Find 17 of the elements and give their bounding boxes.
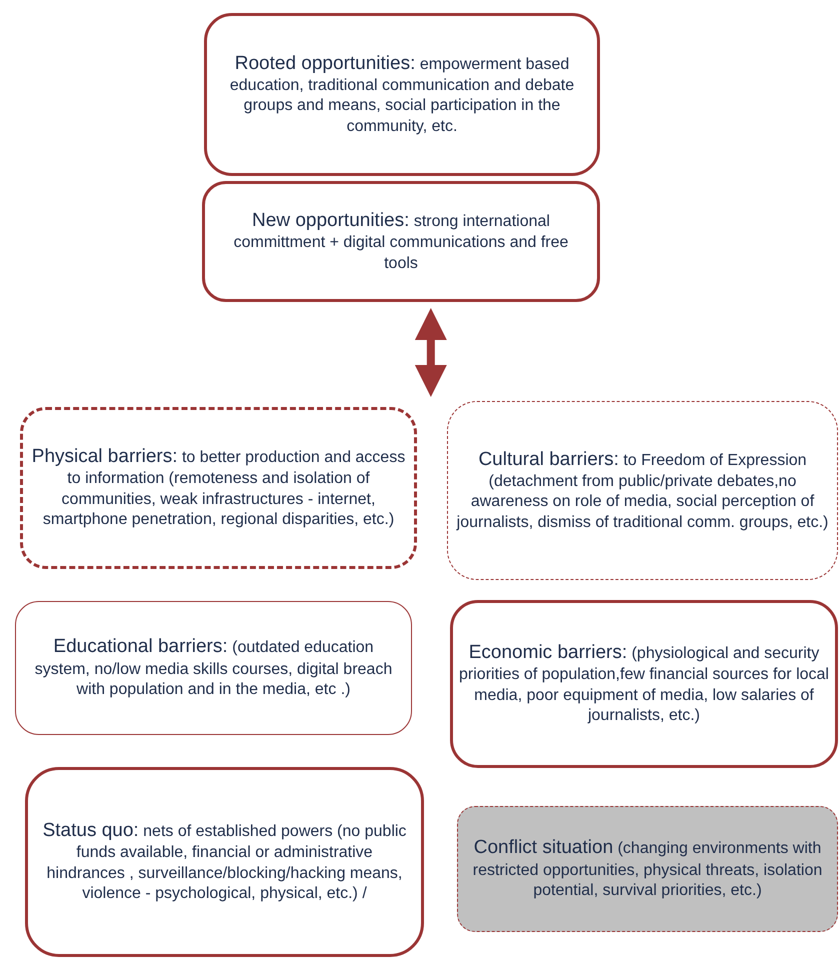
box-text: Economic barriers: (physiological and security priorities of population,few financial sources for local media, poor equipment of media, low salaries of journalists, etc.) (458, 641, 830, 726)
rounded-box (457, 806, 838, 932)
box-text: Rooted opportunities: empowerment based education, traditional communication and debate groups and means, social participation in the community, etc. (228, 52, 576, 137)
rounded-box (447, 401, 838, 580)
box-text: Physical barriers: to better production and access to information (remoteness and isolation of communities, weak infrastructures - internet, smartphone penetration, regional disparities, etc.) (31, 445, 406, 530)
box-text: Educational barriers: (outdated education system, no/low media skills courses, digital breach with population and in the media, etc .) (34, 635, 394, 700)
box-text: Status quo: nets of established powers (no public funds available, financial or administrative hindrances , surveillance/blocking/hacking means, violence - psychological, physical, etc.) / (42, 819, 408, 904)
rounded-box (15, 601, 412, 735)
box-text: New opportunities: strong international committment + digital communications and free tools (232, 208, 570, 274)
rounded-box (450, 600, 838, 768)
box-text: Conflict situation (changing environments with restricted opportunities, physical threats, isolation potential, survival priorities, etc.) (472, 836, 824, 902)
rounded-box (25, 767, 424, 957)
rounded-box (204, 13, 600, 176)
double-arrow (414, 308, 447, 397)
rounded-box (202, 181, 600, 302)
box-text: Cultural barriers: to Freedom of Expression (detachment from public/private debates,no awareness on role of media, social perception of journalists, dismiss of traditional comm. groups, etc.) (455, 448, 830, 533)
rounded-box (20, 407, 417, 569)
